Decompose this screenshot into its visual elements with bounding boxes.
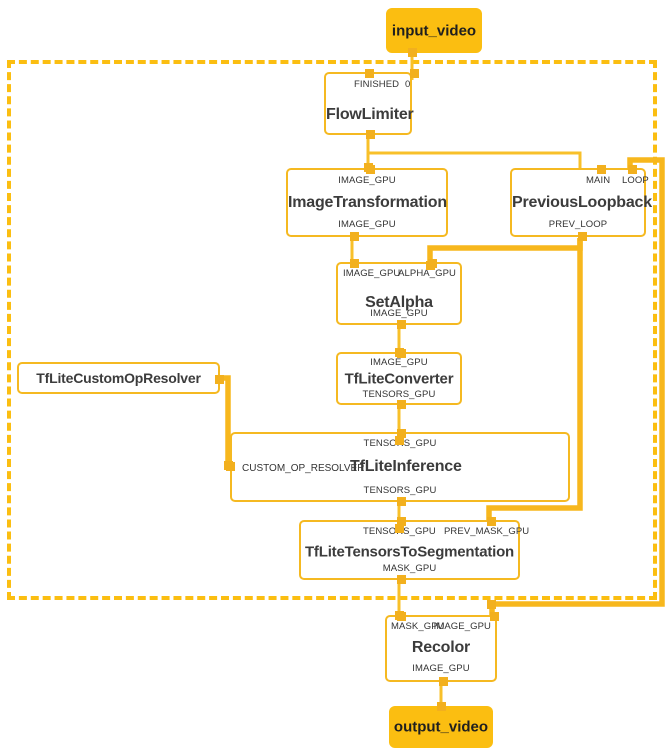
- port-label-out-image-gpu: IMAGE_GPU: [370, 308, 428, 319]
- node-label: TfLiteInference: [350, 458, 462, 475]
- node-recolor[interactable]: MASK_GPU IMAGE_GPU Recolor IMAGE_GPU: [385, 612, 499, 686]
- plug-segmentation-in-junction[interactable]: [395, 524, 404, 533]
- plug-image-transformation-in-junction[interactable]: [364, 163, 373, 172]
- plug-setalpha-alpha-junction[interactable]: [426, 261, 435, 270]
- port-label-main: MAIN: [586, 175, 611, 186]
- port-plug-out[interactable]: [397, 400, 406, 409]
- node-tflite-inference[interactable]: TENSORS_GPU CUSTOM_OP_RESOLVER TfLiteInf…: [226, 429, 570, 506]
- port-plug-in-image-gpu[interactable]: [350, 259, 359, 268]
- node-label: TfLiteConverter: [344, 370, 454, 387]
- port-label-out-tensors-gpu: TENSORS_GPU: [363, 485, 437, 496]
- port-label-out-tensors-gpu: TENSORS_GPU: [362, 389, 436, 400]
- node-label: PreviousLoopback: [512, 193, 652, 211]
- port-label-in-image-gpu: IMAGE_GPU: [338, 175, 396, 186]
- node-label: output_video: [393, 718, 489, 736]
- port-label-custom-op-resolver: CUSTOM_OP_RESOLVER: [242, 463, 365, 474]
- port-plug-prev-mask-gpu[interactable]: [487, 517, 496, 526]
- plug-custom-op-resolver-junction[interactable]: [224, 461, 233, 470]
- port-label-finished: FINISHED: [354, 79, 400, 90]
- plug-tflite-converter-in-junction[interactable]: [395, 348, 404, 357]
- port-plug-out[interactable]: [397, 575, 406, 584]
- port-label-loop: LOOP: [622, 175, 649, 186]
- port-label-alpha-gpu: ALPHA_GPU: [398, 268, 456, 279]
- port-plug-image-gpu[interactable]: [490, 612, 499, 621]
- node-previous-loopback[interactable]: MAIN LOOP PreviousLoopback PREV_LOOP: [510, 165, 652, 241]
- node-label: FlowLimiter: [326, 106, 414, 123]
- port-plug-in-tensors-gpu[interactable]: [397, 429, 406, 438]
- port-plug-out[interactable]: [366, 130, 375, 139]
- port-plug-in-tensors-gpu[interactable]: [397, 517, 406, 526]
- node-label: ImageTransformation: [288, 193, 447, 211]
- node-label: SetAlpha: [365, 294, 433, 311]
- node-image-transformation[interactable]: IMAGE_GPU ImageTransformation IMAGE_GPU: [286, 165, 448, 241]
- plug-tflite-inference-in-junction[interactable]: [395, 436, 404, 445]
- port-label-mask-gpu: MASK_GPU: [391, 621, 445, 632]
- subgraph-boundary: [7, 60, 657, 600]
- node-label: TfLiteTensorsToSegmentation: [304, 543, 515, 561]
- port-label-image-gpu: IMAGE_GPU: [433, 621, 491, 632]
- plug-recolor-mask-junction[interactable]: [395, 611, 404, 620]
- node-label: Recolor: [411, 639, 471, 656]
- port-plug-prev-loop[interactable]: [578, 232, 587, 241]
- port-plug-out[interactable]: [439, 677, 448, 686]
- port-plug-0[interactable]: [410, 69, 419, 78]
- node-tflite-custom-op-resolver[interactable]: TfLiteCustomOpResolver: [17, 362, 224, 394]
- port-label-out-image-gpu: IMAGE_GPU: [338, 219, 396, 230]
- port-label-out-image-gpu: IMAGE_GPU: [412, 663, 470, 674]
- node-tflite-tensors-to-segmentation[interactable]: TENSORS_GPU PREV_MASK_GPU TfLiteTensorsT…: [299, 517, 529, 584]
- node-input-video[interactable]: input_video: [386, 8, 482, 53]
- node-tflite-converter[interactable]: IMAGE_GPU TfLiteConverter TENSORS_GPU: [336, 349, 462, 409]
- port-plug-loop[interactable]: [628, 165, 637, 174]
- port-label-in-image-gpu: IMAGE_GPU: [370, 357, 428, 368]
- port-plug-main[interactable]: [597, 165, 606, 174]
- node-label: TfLiteCustomOpResolver: [36, 370, 201, 386]
- plug-input-video-out[interactable]: [408, 48, 417, 57]
- port-plug-out[interactable]: [350, 232, 359, 241]
- port-plug-finished[interactable]: [365, 69, 374, 78]
- plug-output-video-in[interactable]: [437, 702, 446, 711]
- node-label: input_video: [391, 22, 477, 39]
- node-flow-limiter[interactable]: FINISHED 0 FlowLimiter: [324, 69, 419, 139]
- node-set-alpha[interactable]: IMAGE_GPU ALPHA_GPU SetAlpha IMAGE_GPU: [336, 259, 462, 329]
- port-plug-out[interactable]: [215, 375, 224, 384]
- node-output-video[interactable]: output_video: [389, 706, 493, 748]
- port-label-out-mask-gpu: MASK_GPU: [382, 563, 437, 574]
- port-label-prev-loop: PREV_LOOP: [548, 219, 608, 230]
- plug-recolor-image-junction[interactable]: [487, 600, 496, 609]
- port-plug-out[interactable]: [397, 320, 406, 329]
- port-label-prev-mask-gpu: PREV_MASK_GPU: [444, 526, 530, 537]
- port-label-0: 0: [405, 79, 411, 90]
- port-label-in-image-gpu: IMAGE_GPU: [343, 268, 401, 279]
- port-plug-out[interactable]: [397, 497, 406, 506]
